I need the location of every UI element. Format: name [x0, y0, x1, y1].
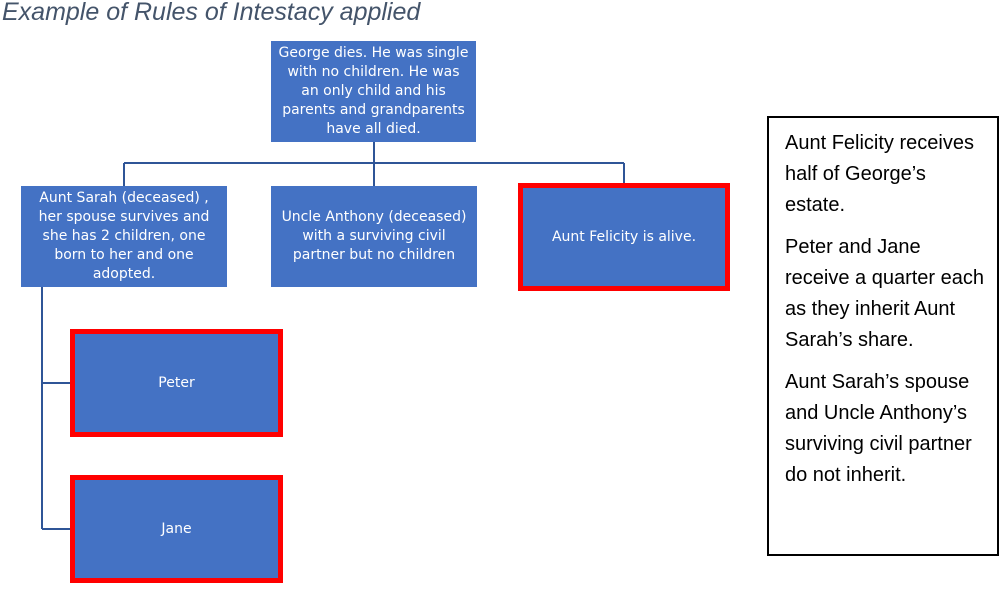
summary-paragraph-1: Aunt Felicity receives half of George’s … [785, 132, 974, 216]
node-peter-text: Peter [158, 374, 195, 391]
node-aunt-felicity-text: Aunt Felicity is alive. [551, 228, 697, 245]
node-uncle-anthony: Uncle Anthony (deceased) with a survivin… [271, 186, 477, 287]
node-jane: Jane [70, 475, 283, 583]
node-george: George dies. He was single with no child… [271, 41, 476, 142]
inheritance-summary-box: Aunt Felicity receives half of George’s … [767, 116, 999, 556]
node-aunt-felicity: Aunt Felicity is alive. [518, 183, 730, 291]
diagram-title: Example of Rules of Intestacy applied [2, 0, 421, 26]
node-george-text: George dies. He was single with no child… [278, 45, 469, 137]
node-aunt-sarah: Aunt Sarah (deceased) , her spouse survi… [21, 186, 227, 287]
summary-paragraph-2: Peter and Jane receive a quarter each as… [785, 236, 985, 351]
node-peter: Peter [70, 329, 283, 437]
summary-paragraph-3: Aunt Sarah’s spouse and Uncle Anthony’s … [785, 371, 972, 486]
node-uncle-anthony-text: Uncle Anthony (deceased) with a survivin… [281, 209, 467, 263]
node-jane-text: Jane [161, 520, 192, 537]
node-aunt-sarah-text: Aunt Sarah (deceased) , her spouse survi… [38, 190, 210, 282]
